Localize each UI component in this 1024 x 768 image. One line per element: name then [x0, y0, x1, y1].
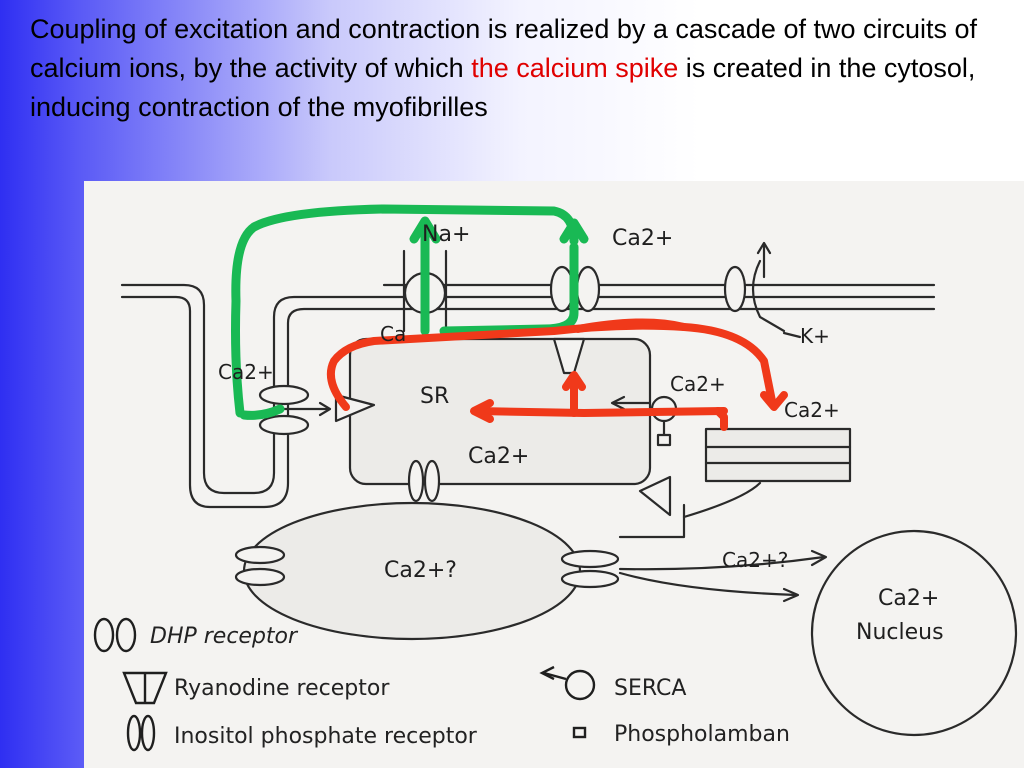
inositol-legend-icon	[126, 714, 142, 752]
red-calcium-circuit	[327, 318, 788, 431]
label-ca-nuclear-envelope: Ca2+?	[384, 558, 457, 583]
label-ca-to-nucleus: Ca2+?	[722, 548, 788, 572]
title-text-1: Coupling of excitation and contraction i…	[30, 14, 978, 83]
legend-serca: SERCA	[614, 676, 686, 701]
k-channel	[723, 265, 747, 313]
label-ca-myofibril: Ca2+	[784, 398, 840, 422]
label-ca-left: Ca2+	[218, 360, 274, 384]
label-nucleus-ca: Ca2+	[878, 586, 939, 611]
label-ca-serca: Ca2+	[670, 372, 726, 396]
nucleus	[810, 529, 1018, 737]
label-sr: SR	[420, 384, 449, 409]
label-ca-sr: Ca2+	[468, 444, 529, 469]
phospholamban-legend-icon	[572, 726, 587, 739]
slide-title: Coupling of excitation and contraction i…	[30, 10, 1020, 127]
dhp-tubule-lower	[258, 414, 310, 436]
label-na: Na+	[422, 222, 470, 247]
dhp-legend-icon	[93, 617, 115, 653]
ip3-receptor-sr	[407, 459, 425, 503]
ip3-receptor-left	[234, 545, 286, 565]
sarcolemma-outer	[120, 283, 936, 495]
label-nucleus: Nucleus	[856, 620, 944, 645]
ryanodine-legend-icon	[122, 671, 168, 705]
title-text-2: is created in the cytosol, inducing cont…	[30, 53, 976, 122]
sarcolemma-inner	[120, 295, 936, 509]
dhp-tubule-upper	[258, 384, 310, 406]
label-k: K+	[800, 324, 830, 348]
title-highlight: the calcium spike	[471, 53, 679, 83]
legend-inositol: Inositol phosphate receptor	[174, 724, 478, 749]
ryanodine-receptor-nucleus	[638, 475, 672, 517]
myofibril	[704, 427, 852, 483]
cardiomyocyte-calcium-diagram: Na+ Ca2+ K+ Ca Ca2+ SR Ca2+ Ca2+ Ca2+ Ca…	[84, 181, 1024, 768]
serca-legend-icon	[564, 669, 596, 701]
legend-phospholamban: Phospholamban	[614, 722, 790, 747]
legend-dhp: DHP receptor	[150, 624, 299, 649]
label-ca-top: Ca2+	[612, 226, 673, 251]
legend-ryanodine: Ryanodine receptor	[174, 676, 390, 701]
ip3-receptor-right	[560, 549, 620, 569]
label-ca-exchanger: Ca	[380, 322, 406, 346]
